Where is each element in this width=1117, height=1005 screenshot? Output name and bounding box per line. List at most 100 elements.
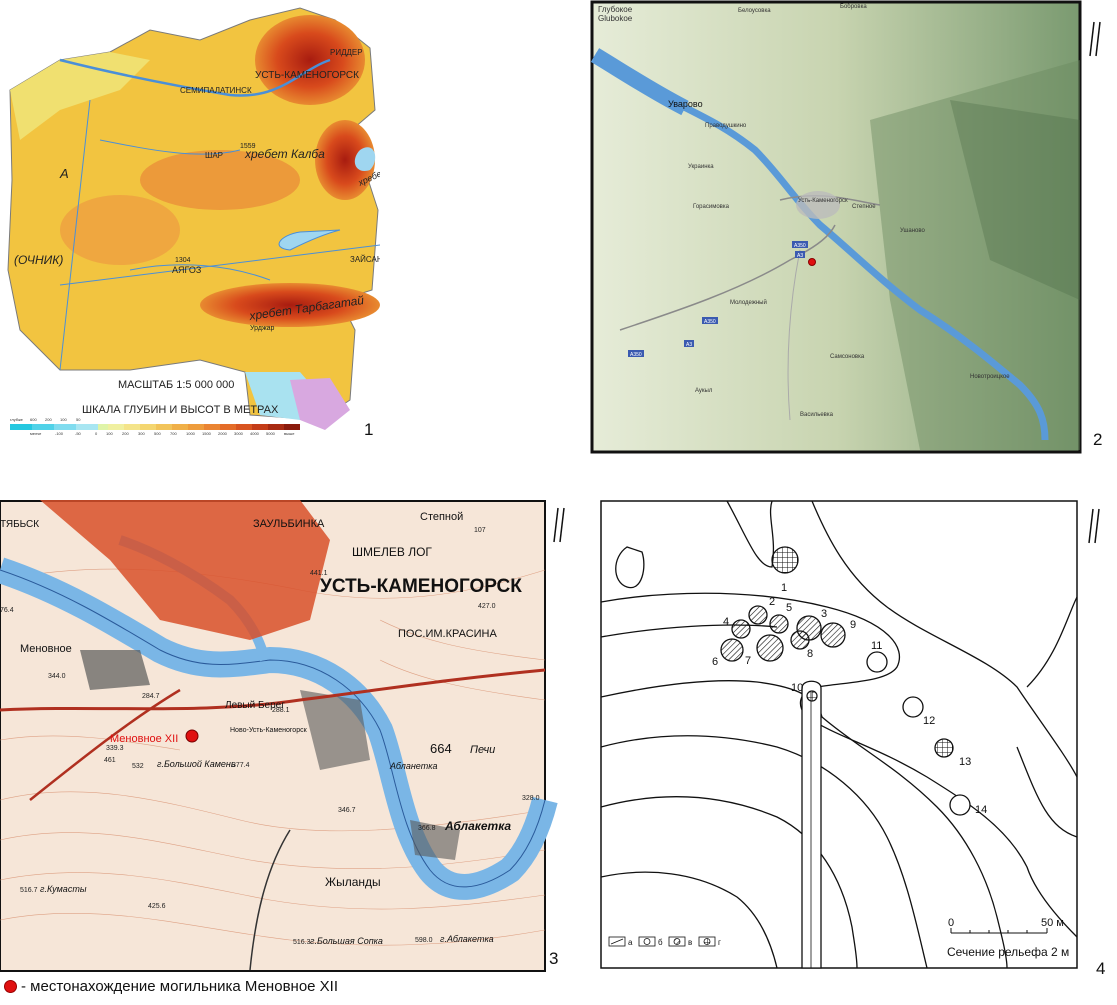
river-irtysh	[59, 58, 331, 97]
tick-500: 500	[154, 431, 161, 436]
grave-6	[720, 638, 744, 662]
label-ust-kamenogorsk-2: Усть-Каменогорск	[798, 198, 848, 204]
settlement-menovnoe	[80, 650, 150, 690]
height-461: 461	[104, 757, 116, 764]
grave-label-3: 3	[821, 608, 827, 620]
grave-label-10: 10	[791, 682, 803, 694]
label-bolshaya-sopka: г.Большая Сопка	[310, 936, 383, 946]
height-425-6: 425.6	[148, 903, 166, 910]
grave-9	[820, 622, 846, 648]
upland-1	[60, 195, 180, 265]
tick-50: 50	[76, 417, 81, 422]
lake-bukhtarma	[354, 147, 376, 171]
label-menovnoe-xii: Меновное XII	[110, 733, 178, 745]
height-377-4: 377.4	[232, 762, 250, 769]
label-zhylandy: Жыланды	[325, 875, 381, 889]
label-ayagoz: АЯГОЗ	[172, 265, 201, 275]
label-kalba: хребет Калба	[244, 147, 325, 161]
height-328-0: 328.0	[522, 795, 540, 802]
figure-caption: - местонахождение могильника Меновное XI…	[4, 978, 338, 995]
road-a350-1: A350	[794, 243, 806, 249]
grave-label-4: 4	[723, 616, 729, 628]
label-belousovka: Белоусовка	[738, 8, 771, 14]
mountain-narym	[315, 120, 375, 200]
tick-higher: выше	[284, 431, 295, 436]
label-menovnoe: Меновное	[20, 643, 72, 655]
label-a: А	[59, 166, 69, 181]
height-288-1: 288.1	[272, 707, 290, 714]
grave-label-1: 1	[781, 582, 787, 594]
road-a3-1: A3	[797, 253, 803, 259]
label-ust-kamenogorsk-3: УСТЬ-КАМЕНОГОРСК	[320, 576, 522, 597]
north-arrow-2	[1089, 21, 1101, 57]
label-stepnoe: Степное	[852, 204, 876, 210]
grave-11	[866, 651, 888, 673]
height-441-1: 441.1	[310, 570, 328, 577]
label-novotroitskoe: Новотроицкое	[970, 374, 1010, 380]
scale-end: 50 м	[1041, 917, 1064, 929]
tick-shallower: мелче	[30, 431, 42, 436]
label-height-1304: 1304	[175, 257, 191, 264]
label-stepnoy: Степной	[420, 511, 463, 523]
tick-200b: 200	[122, 431, 129, 436]
label-levy-bereg: Левый Берег	[225, 700, 285, 711]
relief-map-1: СЕМИПАЛАТИНСК УСТЬ-КАМЕНОГОРСК РИДДЕР ША…	[7, 7, 380, 436]
label-samsonovka: Самсоновка	[830, 354, 865, 360]
tick-5000: 5000	[266, 431, 276, 436]
height-598-0: 598.0	[415, 937, 433, 944]
north-arrow-4	[1088, 508, 1100, 544]
tick-1000: 1000	[186, 431, 196, 436]
height-532: 532	[132, 763, 144, 770]
label-aukyl: Аукыл	[695, 388, 713, 394]
legend-v: в	[688, 938, 692, 947]
label-novo-ust-kamenogorsk: Ново-Усть-Каменогорск	[230, 727, 308, 734]
map-panel-3: ТЯБЬСК ЗАУЛЬБИНКА Степной ШМЕЛЕВ ЛОГ УСТ…	[0, 500, 580, 975]
scale-start: 0	[948, 917, 954, 929]
mountain-tarbagatai	[200, 283, 380, 327]
panel-number-1: 1	[364, 420, 374, 439]
label-shmelev-log: ШМЕЛЕВ ЛОГ	[352, 545, 432, 559]
height-516-7: 516.7	[20, 887, 38, 894]
plan-scale-bar	[950, 928, 1048, 934]
label-ushanovo: Ушаново	[900, 228, 925, 234]
tick-0: 0	[95, 431, 98, 436]
legend-g: г	[718, 938, 721, 947]
grave-8	[790, 630, 810, 650]
label-glubokoe-lat: Glubokoe	[598, 14, 633, 23]
tick-4000: 4000	[250, 431, 260, 436]
contour-note: Сечение рельефа 2 м	[947, 945, 1069, 959]
label-urdzhar: Урджар	[250, 325, 275, 332]
upland-kalba	[140, 150, 300, 210]
tick-200: 200	[45, 417, 52, 422]
height-76-4: 76.4	[0, 607, 14, 614]
height-284-7: 284.7	[142, 693, 160, 700]
label-uvarovo: Уварово	[668, 99, 703, 109]
tick-600: 600	[30, 417, 37, 422]
caption-text: - местонахождение могильника Меновное XI…	[21, 978, 339, 995]
height-427-0: 427.0	[478, 603, 496, 610]
mountain-altai	[255, 15, 365, 105]
ravine	[801, 680, 822, 969]
grave-label-12: 12	[923, 715, 935, 727]
grave-10	[806, 690, 818, 702]
label-semipalatinsk: СЕМИПАЛАТИНСК	[180, 86, 252, 95]
label-bolshoy-kamen: г.Большой Камень	[157, 759, 236, 769]
map1-scale: МАСШТАБ 1:5 000 000	[118, 379, 234, 391]
grave-5	[769, 614, 789, 634]
height-107: 107	[474, 527, 486, 534]
label-g-ablaketka: г.Аблакетка	[440, 934, 494, 944]
panel-number-2: 2	[1093, 430, 1103, 449]
height-346-7: 346.7	[338, 807, 356, 814]
label-height-1559: 1559	[240, 143, 256, 150]
settlement-levy-bereg	[300, 690, 370, 770]
grave-label-6: 6	[712, 656, 718, 668]
panel-number-3: 3	[549, 949, 559, 968]
grave-label-5: 5	[786, 602, 792, 614]
label-shar: ШАР	[205, 151, 223, 160]
label-ridder: РИДДЕР	[330, 48, 363, 57]
road-a3-2: A3	[686, 342, 692, 348]
label-zaulbinka: ЗАУЛЬБИНКА	[253, 518, 325, 530]
label-kumasty: г.Кумасты	[40, 884, 87, 894]
grave-label-13: 13	[959, 756, 971, 768]
site-marker-3	[185, 729, 199, 743]
